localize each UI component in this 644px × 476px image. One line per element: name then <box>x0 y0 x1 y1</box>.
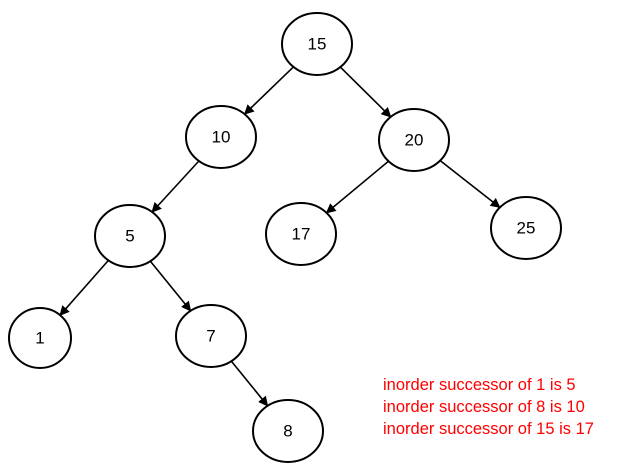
annotations: inorder successor of 1 is 5 inorder succ… <box>383 374 594 440</box>
annotation-line: inorder successor of 1 is 5 <box>383 376 576 394</box>
edge-arrow-n5-to-n7 <box>149 260 192 312</box>
tree-node-1: 1 <box>8 307 72 369</box>
node-circle <box>265 202 337 266</box>
edge-arrow-n20-to-n17 <box>325 160 390 214</box>
node-label: 15 <box>308 35 327 54</box>
tree-node-20: 20 <box>378 108 450 172</box>
node-circle <box>252 399 324 463</box>
tree-node-15: 15 <box>281 12 353 76</box>
tree-node-5: 5 <box>94 204 166 268</box>
node-label: 10 <box>212 128 231 147</box>
node-circle <box>281 12 353 76</box>
edges-layer <box>59 66 501 407</box>
node-label: 7 <box>206 327 215 346</box>
node-circle <box>185 105 257 169</box>
edge-arrow-n7-to-n8 <box>230 360 269 407</box>
edge-arrow-n15-to-n20 <box>339 66 392 118</box>
node-circle <box>175 304 247 368</box>
node-label: 5 <box>125 227 134 246</box>
tree-node-7: 7 <box>175 304 247 368</box>
node-label: 20 <box>405 131 424 150</box>
node-label: 17 <box>292 225 311 244</box>
node-circle <box>490 196 562 260</box>
node-label: 1 <box>35 329 44 348</box>
tree-node-17: 17 <box>265 202 337 266</box>
node-circle <box>94 204 166 268</box>
edge-arrow-n10-to-n5 <box>151 160 200 213</box>
edge-arrow-n20-to-n25 <box>439 159 501 209</box>
edge-arrow-n5-to-n1 <box>59 259 110 316</box>
node-label: 25 <box>517 219 536 238</box>
annotation-line: inorder successor of 15 is 17 <box>383 420 594 438</box>
annotation-line: inorder successor of 8 is 10 <box>383 398 585 416</box>
node-label: 8 <box>283 422 292 441</box>
node-circle <box>378 108 450 172</box>
edge-arrow-n15-to-n10 <box>243 66 294 115</box>
tree-node-10: 10 <box>185 105 257 169</box>
tree-node-25: 25 <box>490 196 562 260</box>
node-circle <box>8 307 72 369</box>
tree-node-8: 8 <box>252 399 324 463</box>
